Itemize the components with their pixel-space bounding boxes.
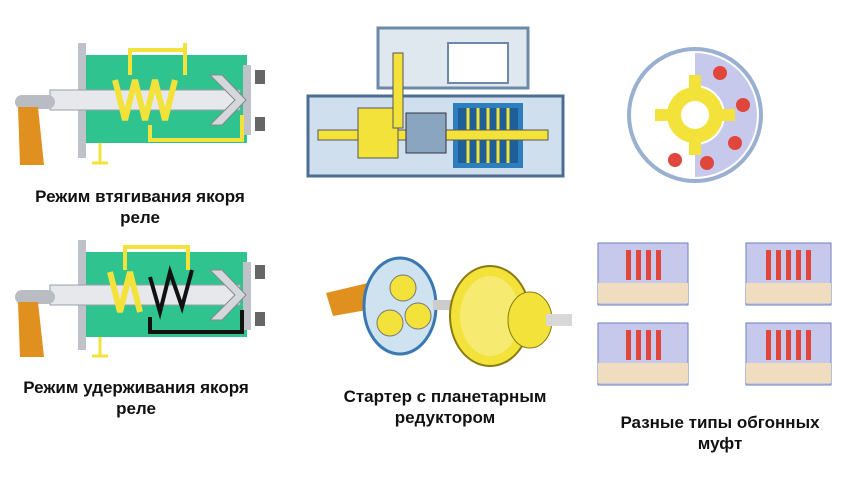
clutch-variant-3 bbox=[597, 322, 689, 386]
caption-planetary: Стартер с планетарным редуктором bbox=[343, 387, 547, 427]
caption-pull-in: Режим втягивания якоря реле bbox=[35, 187, 245, 227]
caption-clutches: Разные типы обгонных муфт bbox=[620, 413, 820, 453]
clutch-variant-2 bbox=[745, 242, 832, 306]
clutch-variants-diagram bbox=[596, 238, 836, 388]
roller-clutch-diagram bbox=[625, 45, 765, 185]
solenoid-hold-diagram bbox=[10, 232, 272, 367]
clutch-variant-1 bbox=[597, 242, 689, 306]
solenoid-pull-in-diagram bbox=[10, 35, 272, 175]
planetary-gear-diagram bbox=[318, 238, 580, 378]
caption-hold: Режим удерживания якоря реле bbox=[23, 378, 249, 418]
clutch-variant-4 bbox=[745, 322, 832, 386]
starter-cutaway-diagram bbox=[298, 18, 570, 190]
